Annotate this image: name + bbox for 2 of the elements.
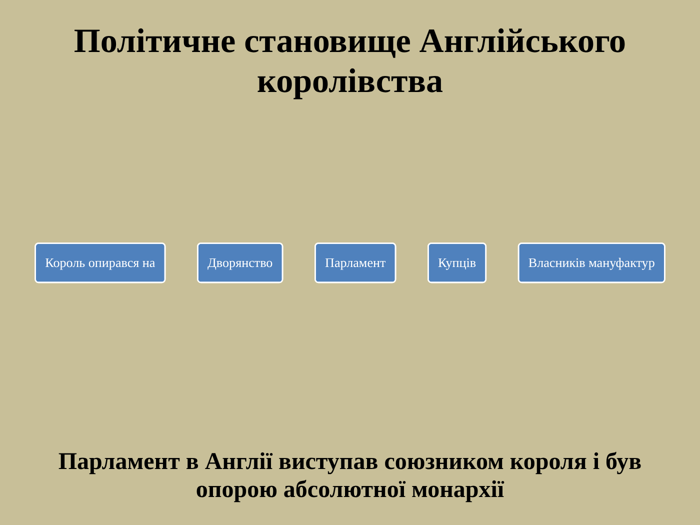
slide-title: Політичне становище Англійського королівства (72, 22, 628, 102)
caption-text: Парламент в Англії виступав союзником короля і був опорою абсолютної монархії (57, 448, 643, 504)
